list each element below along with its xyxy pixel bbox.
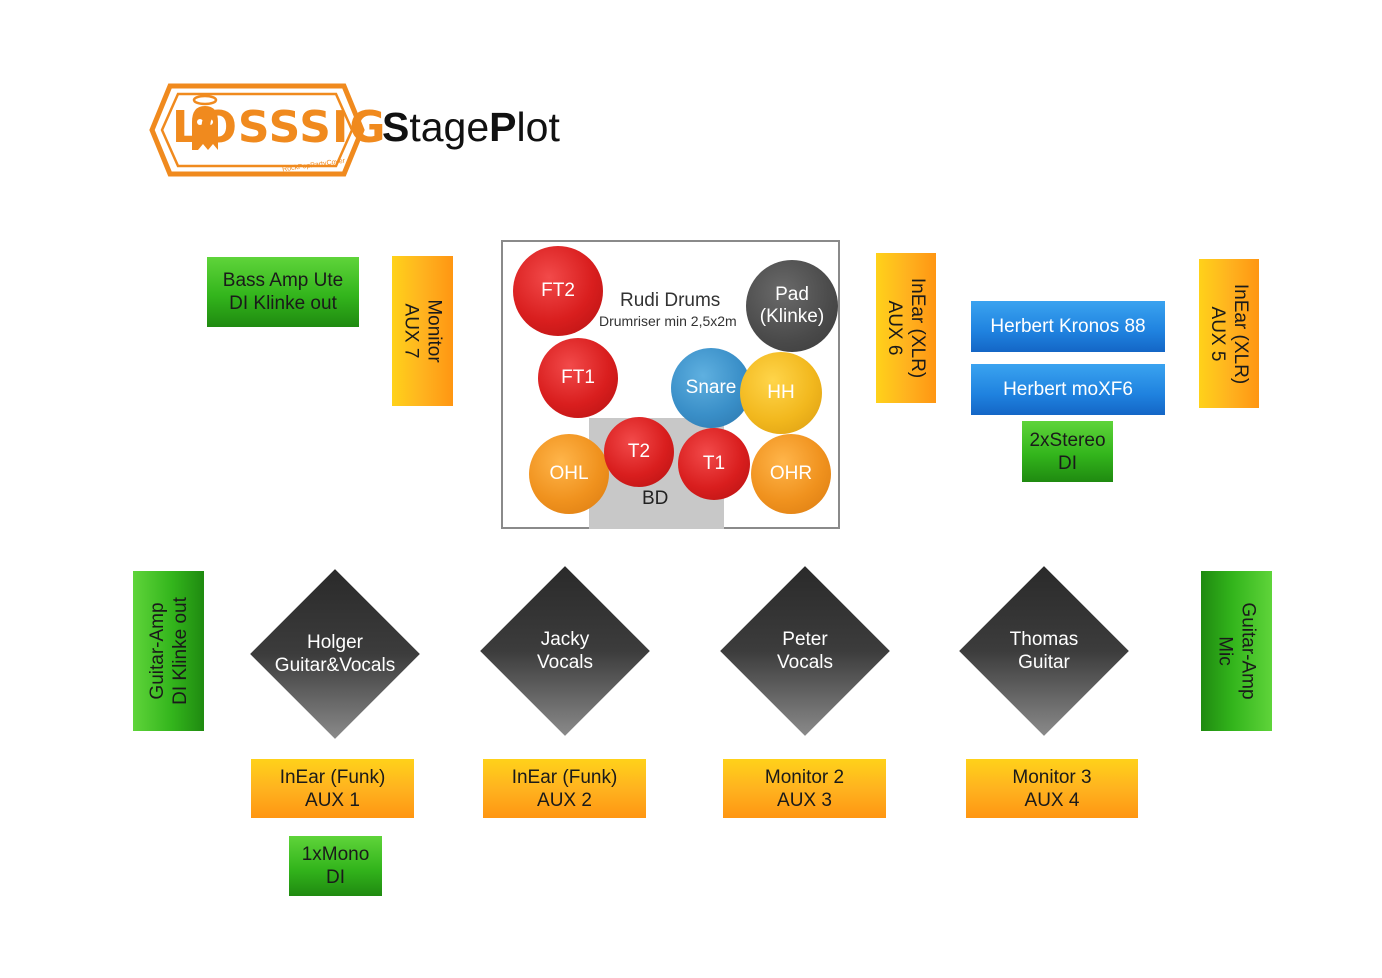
musician-jacky-role: Vocals <box>537 652 593 673</box>
bass-amp-line1: Bass Amp Ute <box>222 270 344 291</box>
monitor-aux4-line1: Monitor 3 <box>1012 766 1092 788</box>
snare: Snare <box>671 348 751 428</box>
musician-holger-name: Holger <box>307 632 363 653</box>
drummer-name: Rudi Drums <box>620 290 721 311</box>
inear-aux6-text: InEar (XLR) AUX 6 <box>883 278 929 378</box>
guitar-amp-left-line1: Guitar-Amp <box>146 602 168 700</box>
stereo-di-line1: 2xStereo <box>1029 429 1106 451</box>
mono-di-line1: 1xMono <box>301 844 370 865</box>
monitor-aux3-line2: AUX 3 <box>777 789 832 811</box>
monitor-aux7-text: Monitor AUX 7 <box>400 299 446 362</box>
title-letter-p: P <box>489 104 517 150</box>
bass-drum-label: BD <box>642 488 669 509</box>
title-part-tage: tage <box>409 104 490 150</box>
inear-aux2-line2: AUX 2 <box>537 789 592 811</box>
musician-thomas: Thomas Guitar <box>959 566 1129 736</box>
inear-aux6-line1: InEar (XLR) <box>907 277 928 379</box>
bass-amp-line2: DI Klinke out <box>229 293 337 314</box>
bass-amp-box: Bass Amp Ute DI Klinke out <box>207 257 359 327</box>
monitor-aux7-box: Monitor AUX 7 <box>392 256 453 406</box>
page-title: StagePlot <box>382 104 560 151</box>
guitar-amp-left-box: Guitar-Amp DI Klinke out <box>133 571 204 731</box>
inear-aux1-box: InEar (Funk) AUX 1 <box>251 759 414 818</box>
pad-line1: Pad <box>775 284 809 305</box>
inear-aux5-box: InEar (XLR) AUX 5 <box>1199 259 1259 408</box>
pad-line2: (Klinke) <box>759 306 825 327</box>
keyboard-moxf6-label: Herbert moXF6 <box>1003 379 1133 400</box>
musician-peter: Peter Vocals <box>720 566 890 736</box>
inear-aux1-line2: AUX 1 <box>305 789 360 811</box>
keyboard-kronos-label: Herbert Kronos 88 <box>990 316 1146 337</box>
musician-jacky-name: Jacky <box>540 629 590 650</box>
mono-di-line2: DI <box>326 867 345 888</box>
guitar-amp-right-box: Guitar-Amp Mic <box>1201 571 1272 731</box>
guitar-amp-right-text: Guitar-Amp Mic <box>1214 602 1260 699</box>
musician-holger-text: Holger Guitar&Vocals <box>250 569 420 739</box>
inear-aux2-line1: InEar (Funk) <box>511 766 618 788</box>
inear-aux5-line1: InEar (XLR) <box>1230 283 1251 384</box>
monitor-aux7-line2: AUX 7 <box>400 303 422 359</box>
monitor-aux4-box: Monitor 3 AUX 4 <box>966 759 1138 818</box>
drum-riser-size: Drumriser min 2,5x2m <box>599 313 737 329</box>
title-letter-s: S <box>382 104 410 150</box>
stereo-di-box: 2xStereo DI <box>1022 421 1113 482</box>
stereo-di-line2: DI <box>1058 452 1077 474</box>
musician-peter-text: Peter Vocals <box>720 566 890 736</box>
tom-1: T1 <box>678 428 750 500</box>
musician-peter-name: Peter <box>782 629 828 650</box>
band-logo-graphic <box>149 83 365 177</box>
guitar-amp-right-line2: Mic <box>1214 636 1236 666</box>
inear-aux1-line1: InEar (Funk) <box>279 766 386 788</box>
pad: Pad (Klinke) <box>746 260 838 352</box>
inear-aux6-box: InEar (XLR) AUX 6 <box>876 253 936 403</box>
musician-jacky: Jacky Vocals <box>480 566 650 736</box>
floor-tom-2: FT2 <box>513 246 603 336</box>
monitor-aux3-line1: Monitor 2 <box>764 766 845 788</box>
guitar-amp-left-line2: DI Klinke out <box>169 597 191 705</box>
tom-2: T2 <box>604 417 674 487</box>
musician-peter-role: Vocals <box>777 652 833 673</box>
monitor-aux4-line2: AUX 4 <box>1024 789 1080 811</box>
inear-aux6-line2: AUX 6 <box>884 300 905 356</box>
musician-thomas-text: Thomas Guitar <box>959 566 1129 736</box>
logo-wordmark: LOSSSIG <box>172 102 387 153</box>
inear-aux5-text: InEar (XLR) AUX 5 <box>1206 283 1252 383</box>
monitor-aux3-box: Monitor 2 AUX 3 <box>723 759 886 818</box>
guitar-amp-right-line1: Guitar-Amp <box>1237 602 1259 700</box>
inear-aux5-line2: AUX 5 <box>1207 306 1228 361</box>
keyboard-moxf6-box: Herbert moXF6 <box>971 364 1165 415</box>
musician-holger-role: Guitar&Vocals <box>274 655 396 676</box>
overhead-left: OHL <box>529 434 609 514</box>
keyboard-kronos-box: Herbert Kronos 88 <box>971 301 1165 352</box>
band-logo: LOSSSIG RockPopPartyCover <box>148 78 387 182</box>
monitor-aux7-line1: Monitor <box>423 299 445 363</box>
musician-thomas-role: Guitar <box>1018 652 1070 673</box>
musician-thomas-name: Thomas <box>1009 629 1079 650</box>
musician-jacky-text: Jacky Vocals <box>480 566 650 736</box>
hi-hat: HH <box>740 352 822 434</box>
inear-aux2-box: InEar (Funk) AUX 2 <box>483 759 646 818</box>
mono-di-box: 1xMono DI <box>289 836 382 896</box>
guitar-amp-left-text: Guitar-Amp DI Klinke out <box>146 597 192 705</box>
floor-tom-1: FT1 <box>538 338 618 418</box>
overhead-right: OHR <box>751 434 831 514</box>
title-part-lot: lot <box>516 104 560 150</box>
musician-holger: Holger Guitar&Vocals <box>250 569 420 739</box>
